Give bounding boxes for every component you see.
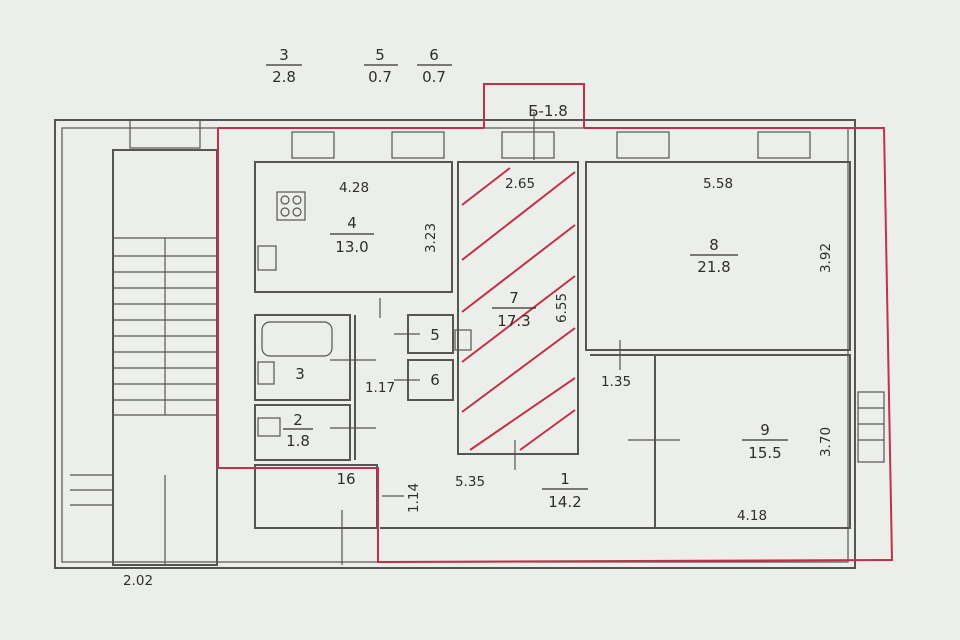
room9-num: 9	[760, 421, 770, 439]
room1-area: 14.2	[548, 493, 581, 511]
stairwell	[70, 149, 218, 566]
legend-3-area: 2.8	[272, 68, 296, 86]
room9-area: 15.5	[748, 444, 781, 462]
kitchen-walls	[254, 161, 453, 293]
bath-walls	[254, 314, 351, 401]
room16-walls	[254, 464, 378, 529]
dim-room9-depth: 3.70	[818, 427, 834, 457]
dim-room7-width: 2.65	[505, 176, 535, 192]
room5-num: 5	[430, 326, 440, 344]
room1-num: 1	[560, 470, 570, 488]
room6-num: 6	[430, 371, 440, 389]
room4-num: 4	[347, 214, 357, 232]
legend-5-area: 0.7	[368, 68, 392, 86]
building-outline	[54, 119, 856, 569]
room7-num: 7	[509, 289, 519, 307]
dim-hall-width: 1.14	[406, 483, 422, 513]
top-windows	[129, 119, 811, 159]
room7-area: 17.3	[497, 312, 530, 330]
dim-room9-width: 4.18	[737, 508, 767, 524]
balcony-label: Б-1.8	[528, 102, 568, 120]
door-marks	[330, 112, 680, 565]
dim-corridor-2: 1.35	[601, 374, 631, 390]
room8-num: 8	[709, 236, 719, 254]
room3-num: 3	[295, 365, 305, 383]
room8-walls	[585, 161, 851, 351]
room2-num: 2	[293, 411, 303, 429]
vent-shaft	[454, 329, 472, 351]
room7-walls	[457, 161, 579, 455]
legend-3-num: 3	[279, 46, 289, 64]
stove	[276, 191, 306, 221]
stair-steps	[113, 255, 217, 401]
room-labels: 4 13.0 7 17.3 8 21.8 9 15.5 1 14.2 2 1.8…	[283, 214, 788, 511]
room4-area: 13.0	[335, 238, 368, 256]
dim-corridor-1: 1.17	[365, 380, 395, 396]
side-door	[857, 391, 885, 463]
room2-area: 1.8	[286, 432, 310, 450]
wc-walls	[254, 404, 351, 461]
dimension-labels: 4.28 3.23 2.65 6.55 5.58 3.92 1.17 1.35 …	[123, 176, 834, 589]
dim-kitchen-depth: 3.23	[423, 223, 439, 253]
dim-stair-width: 2.02	[123, 573, 153, 589]
dim-kitchen-width: 4.28	[339, 180, 369, 196]
dim-room7-depth: 6.55	[554, 293, 570, 323]
room16-num: 16	[336, 470, 355, 488]
room8-area: 21.8	[697, 258, 730, 276]
outer-walls	[54, 119, 885, 569]
bath-sink	[257, 361, 275, 385]
toilet	[257, 417, 281, 437]
interior-walls	[254, 161, 851, 529]
highlight-outline	[217, 83, 894, 564]
dim-hall-length: 5.35	[455, 474, 485, 490]
room7-hatching	[461, 167, 576, 451]
kitchen-sink	[257, 245, 277, 271]
dim-room8-depth: 3.92	[818, 243, 834, 273]
legend: 3 2.8 5 0.7 6 0.7	[266, 46, 452, 86]
bathtub	[261, 321, 333, 357]
legend-6-area: 0.7	[422, 68, 446, 86]
legend-6-num: 6	[429, 46, 439, 64]
legend-5-num: 5	[375, 46, 385, 64]
dim-room8-width: 5.58	[703, 176, 733, 192]
